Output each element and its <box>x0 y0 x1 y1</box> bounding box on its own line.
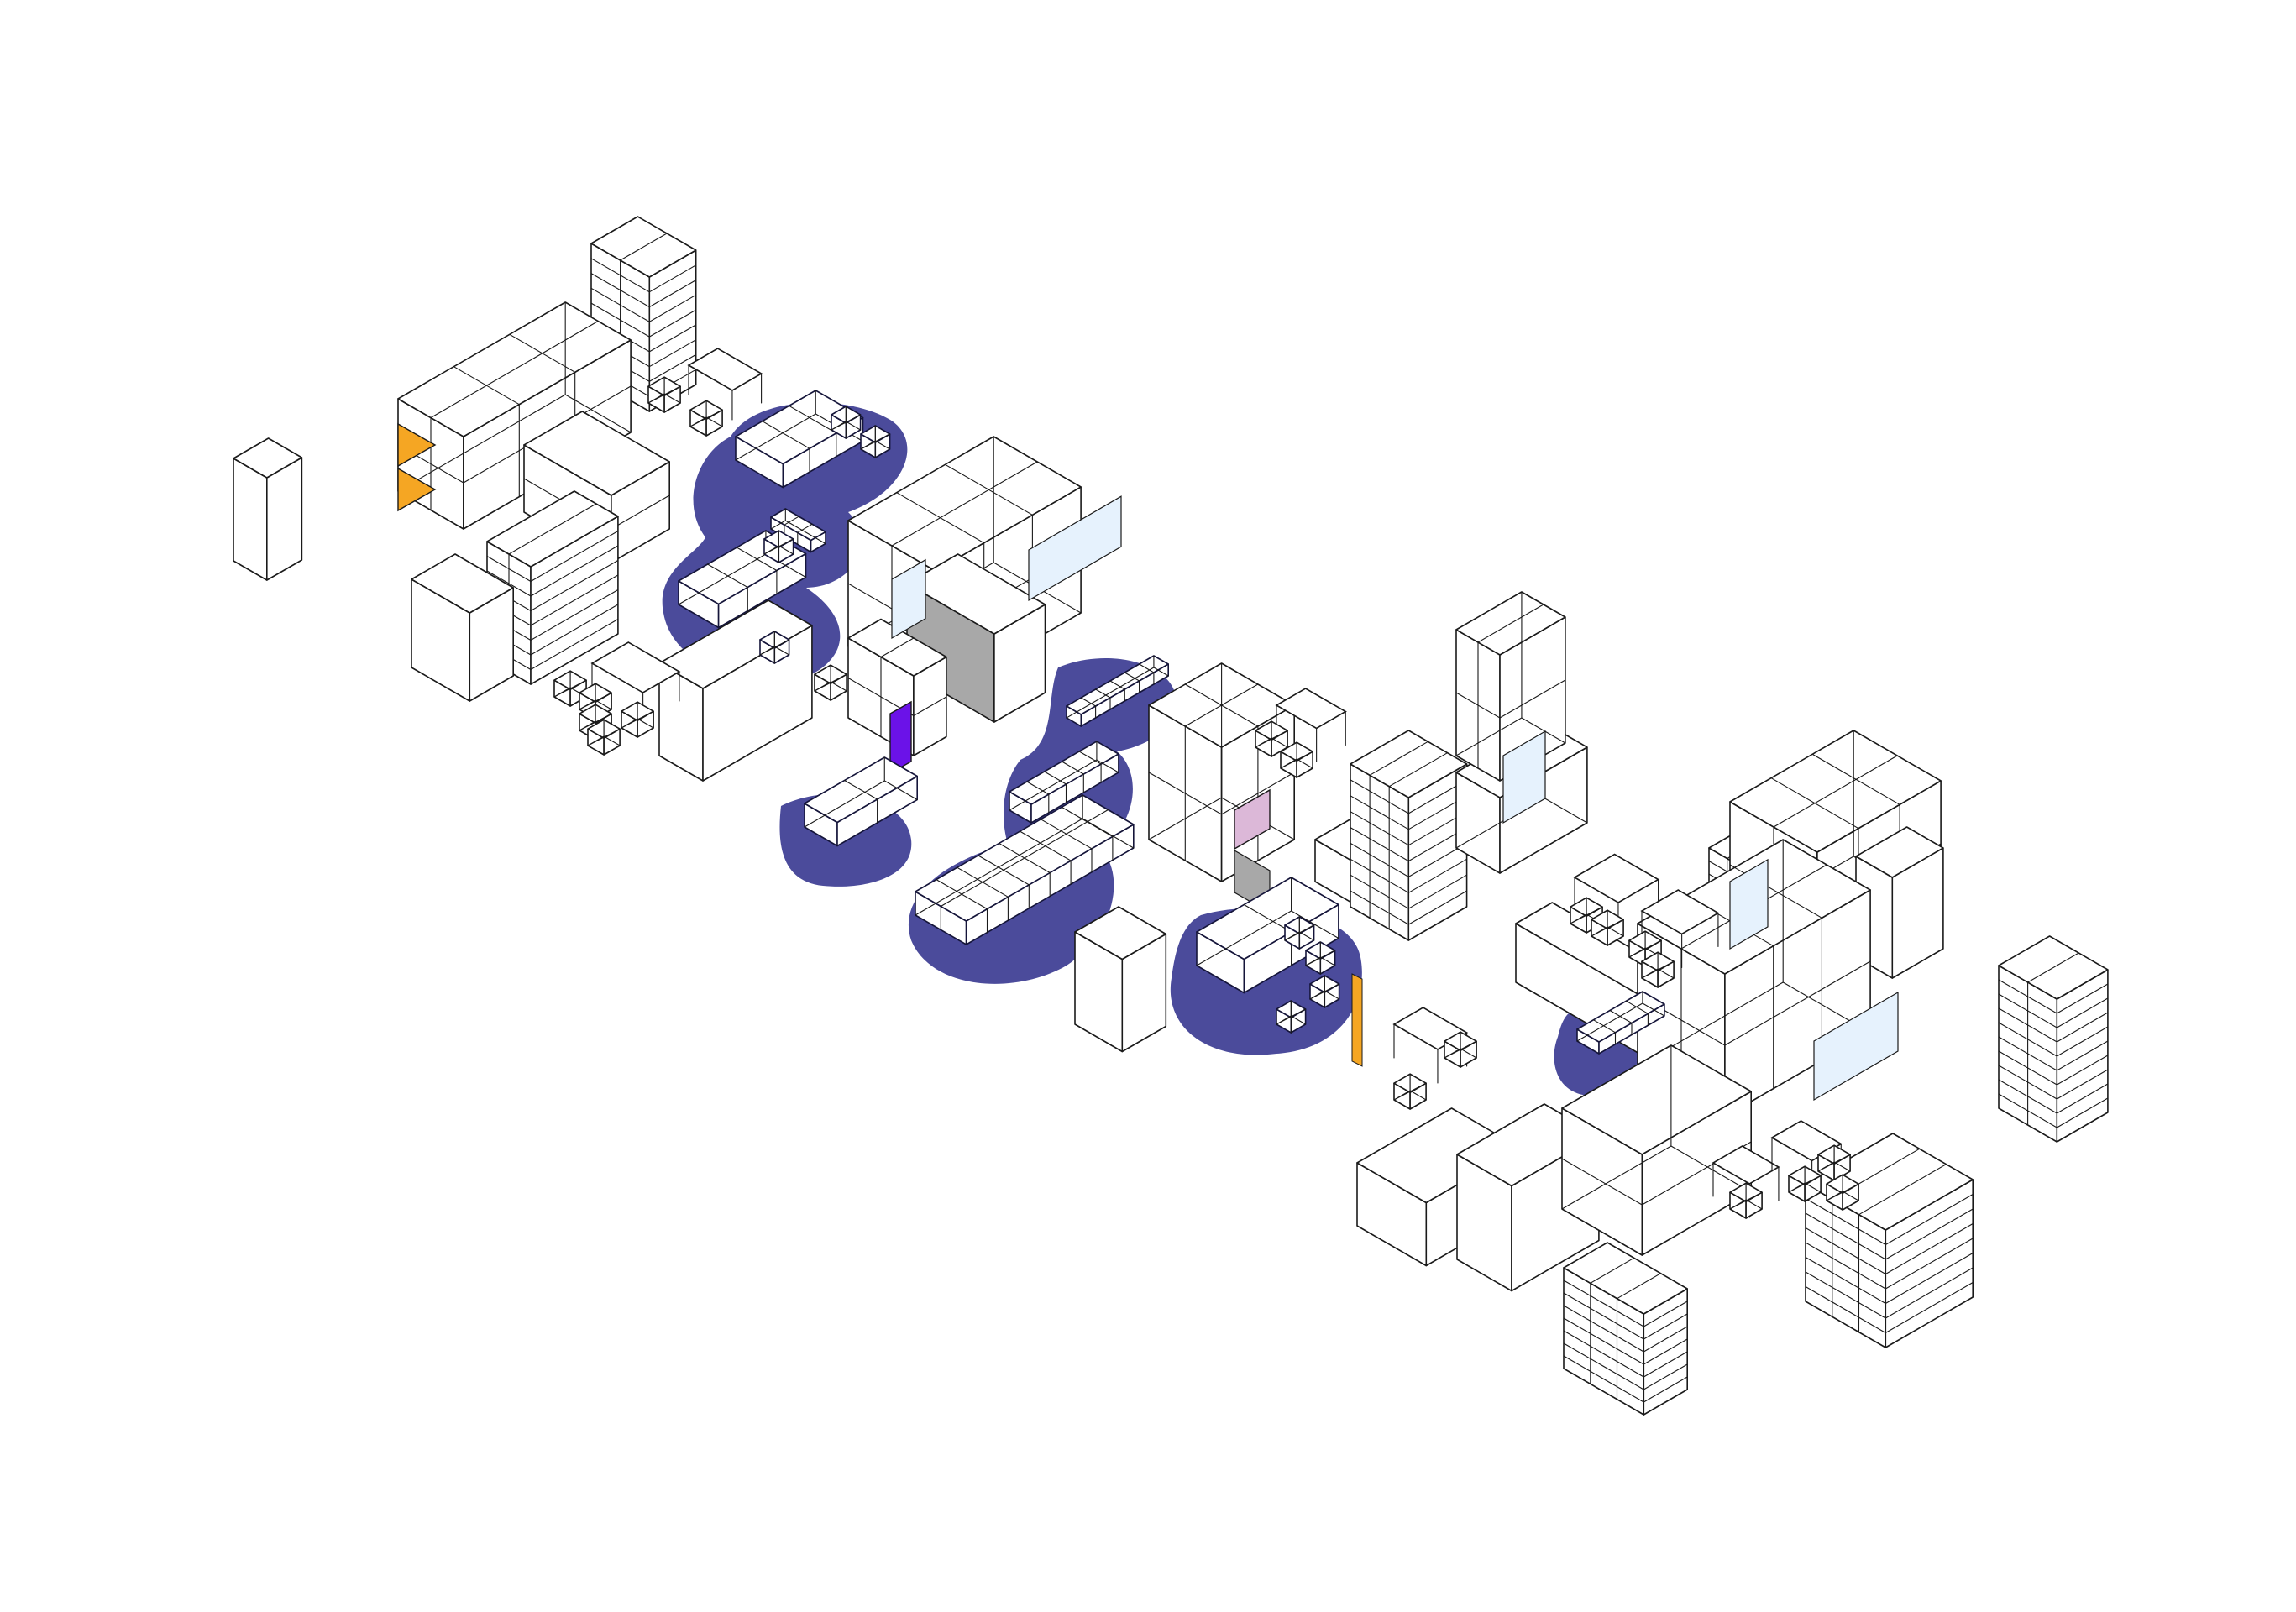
bookshelf-mid <box>1350 730 1468 941</box>
zone-desk-block-3 <box>804 756 918 847</box>
cabinet-center-left <box>658 599 813 782</box>
accent-pink-panel <box>1234 788 1271 850</box>
stool-1 <box>647 376 681 413</box>
accent-glass-panel-1 <box>891 558 926 640</box>
zone-bench-3 <box>1576 991 1665 1055</box>
accent-violet-panel <box>889 700 912 775</box>
storage-unit-center-front <box>906 553 1046 723</box>
stool-17 <box>1729 1182 1763 1219</box>
glass-storage-right-top <box>1455 591 1566 782</box>
stool-3 <box>553 670 587 707</box>
stool-14 <box>1641 951 1675 988</box>
zone-stool-4 <box>759 631 790 664</box>
stool-18 <box>1788 1165 1822 1202</box>
zone-long-bench-2 <box>1009 741 1119 824</box>
storage-grid-mid <box>1148 662 1295 882</box>
stool-19 <box>1817 1144 1851 1181</box>
zone-stool-1 <box>831 406 862 439</box>
storage-front-right <box>1561 1044 1752 1256</box>
zone-bench-1 <box>770 508 826 553</box>
zone-stool-2 <box>860 425 891 458</box>
accent-glass-panel-3 <box>1502 730 1546 824</box>
accent-glass-panel-4 <box>1729 858 1769 950</box>
zone-stool-7 <box>1309 975 1340 1008</box>
zone-stool-8 <box>1276 1000 1307 1034</box>
bookshelf-far-right <box>1998 935 2109 1143</box>
stool-15 <box>1393 1073 1427 1110</box>
zone-desk-grid-1 <box>915 794 1135 945</box>
stool-5 <box>621 701 654 738</box>
accent-glass-panel-5 <box>1813 991 1899 1102</box>
stool-20 <box>1826 1174 1859 1211</box>
stool-12 <box>1591 909 1624 946</box>
stool-7 <box>587 719 621 756</box>
stool-16 <box>1444 1031 1477 1068</box>
furniture-modules <box>233 216 2109 1416</box>
stool-2 <box>689 400 723 437</box>
accent-glass-panel-2 <box>1028 495 1122 602</box>
stool-9 <box>1255 720 1288 757</box>
bookshelf-front <box>1563 1242 1688 1416</box>
stool-10 <box>1280 741 1313 778</box>
table-right-2 <box>1640 889 1720 969</box>
table-top <box>687 348 763 421</box>
furniture-in-zones <box>678 390 1665 1055</box>
accent-orange-strip <box>1351 973 1363 1067</box>
zone-stool-6 <box>1305 941 1336 975</box>
stool-8 <box>814 664 847 701</box>
storage-corner-center <box>847 618 947 756</box>
zone-stool-5 <box>1284 916 1315 950</box>
accent-orange-panel-1 <box>397 422 437 468</box>
zone-long-bench-1 <box>1066 655 1169 727</box>
cabinet-mid-front <box>1074 906 1167 1053</box>
table-mid <box>1275 688 1347 763</box>
zone-stool-3 <box>763 530 794 563</box>
table-left-1 <box>590 641 681 723</box>
tall-bookshelf-top <box>590 216 697 412</box>
zone-desk-block-4 <box>1196 877 1339 994</box>
tall-cabinet-left <box>233 437 303 581</box>
accent-orange-panel-2 <box>397 467 437 512</box>
cabinet-left-front <box>411 553 515 702</box>
